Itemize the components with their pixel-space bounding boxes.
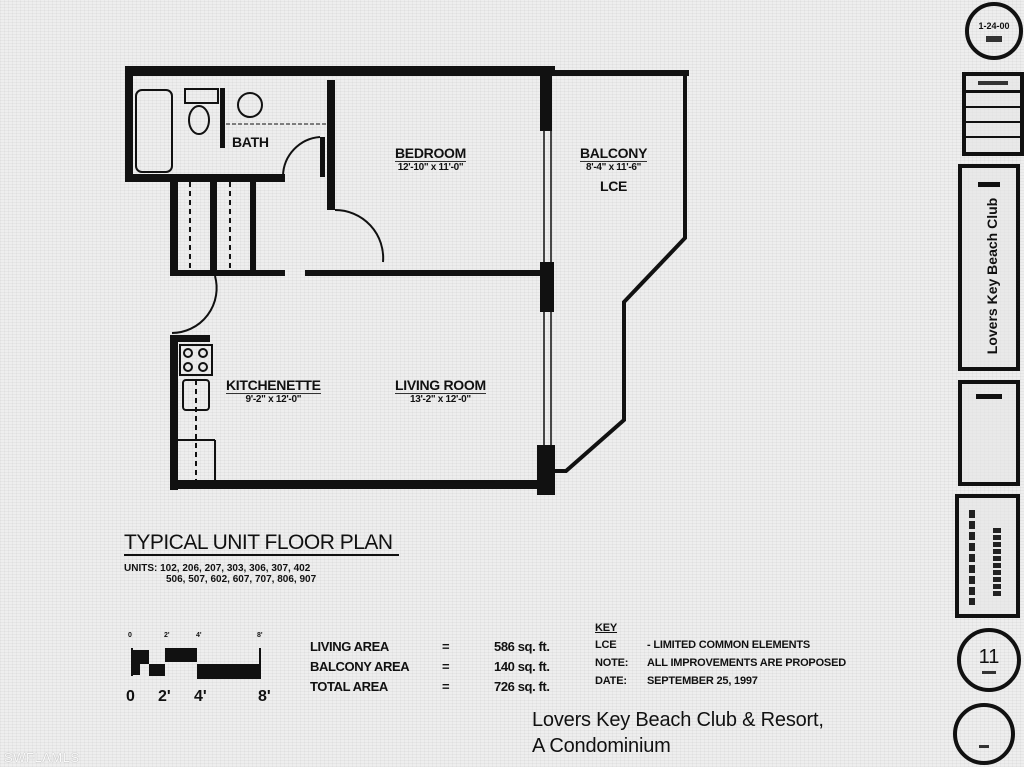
room-kitchenette: KITCHENETTE 9'-2" x 12'-0" [226,378,321,406]
stamp-mark [986,35,1002,42]
room-living-name: LIVING ROOM [395,377,486,394]
room-living-dim: 13'-2" x 12'-0" [409,394,471,405]
units-row1: 102, 206, 207, 303, 306, 307, 402 [160,563,311,574]
area-row: BALCONY AREA = 140 sq. ft. [310,658,550,674]
key-heading: KEY [595,622,618,634]
room-bath-name: BATH [232,134,269,150]
empty-stamp-circle [953,703,1015,765]
room-kitchenette-name: KITCHENETTE [226,377,321,394]
units-row2: 506, 507, 602, 607, 707, 806, 907 [166,574,317,585]
company-name: Lovers Key Beach Club & Resort, A Condom… [532,709,824,757]
wall-top [125,66,555,76]
legend-key: KEY LCE- LIMITED COMMON ELEMENTS NOTE:AL… [595,622,846,687]
project-name-vertical: Lovers Key Beach Club [984,197,1000,355]
area-row: LIVING AREA = 586 sq. ft. [310,638,550,654]
room-balcony-name: BALCONY [580,145,648,162]
room-bedroom-name: BEDROOM [395,145,467,162]
room-kitchenette-dim: 9'-2" x 12'-0" [245,394,302,405]
area-row: TOTAL AREA = 726 sq. ft. [310,678,550,694]
room-bath: BATH [232,135,269,150]
units-label: UNITS: [124,563,158,574]
revision-table [962,72,1024,156]
notes-panel [955,494,1020,618]
units-list: UNITS: 102, 206, 207, 303, 306, 307, 402… [124,563,316,585]
room-bedroom-dim: 12'-10" x 11'-0" [397,162,464,173]
blank-panel [958,380,1020,486]
room-balcony: BALCONY 8'-4" x 11'-6" LCE [580,145,648,194]
plan-title: TYPICAL UNIT FLOOR PLAN [124,532,399,556]
sheet-number: 11 [978,646,1000,668]
balcony-wall-top [555,70,689,76]
date-stamp: 1-24-00 [965,2,1023,60]
room-bedroom: BEDROOM 12'-10" x 11'-0" [395,146,466,174]
room-living: LIVING ROOM 13'-2" x 12'-0" [395,378,486,406]
project-name-panel: Lovers Key Beach Club [958,164,1020,371]
watermark: SWFLAMLS [4,750,80,765]
sheet-number-circle: 11 [957,628,1021,692]
room-balcony-dim: 8'-4" x 11'-6" [586,162,642,173]
room-balcony-note: LCE [600,178,628,194]
area-table: LIVING AREA = 586 sq. ft. BALCONY AREA =… [310,636,550,696]
